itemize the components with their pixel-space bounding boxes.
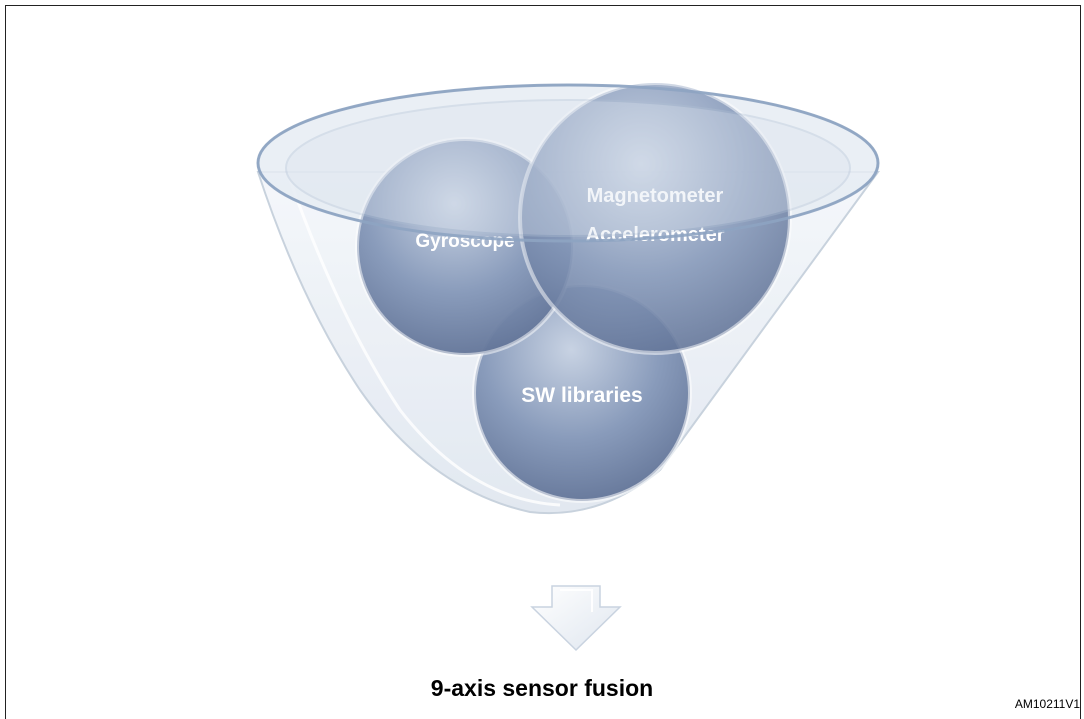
label-magnetometer: Magnetometer <box>587 185 724 207</box>
output-label: 9-axis sensor fusion <box>430 675 654 701</box>
figure-frame <box>5 5 1081 719</box>
funnel-rim-inner <box>285 99 851 237</box>
down-arrow-icon <box>530 585 622 652</box>
funnel-inner-edge <box>288 179 561 507</box>
funnel-rim-front <box>256 83 880 243</box>
label-gyroscope: Gyroscope <box>415 231 514 252</box>
figure-id: AM10211V1 <box>1014 697 1080 711</box>
sphere-gyroscope: Gyroscope <box>355 137 575 357</box>
sphere-magnetometer-accelerometer: Magnetometer Accelerometer <box>518 81 792 355</box>
label-sw-libraries: SW libraries <box>521 384 642 407</box>
